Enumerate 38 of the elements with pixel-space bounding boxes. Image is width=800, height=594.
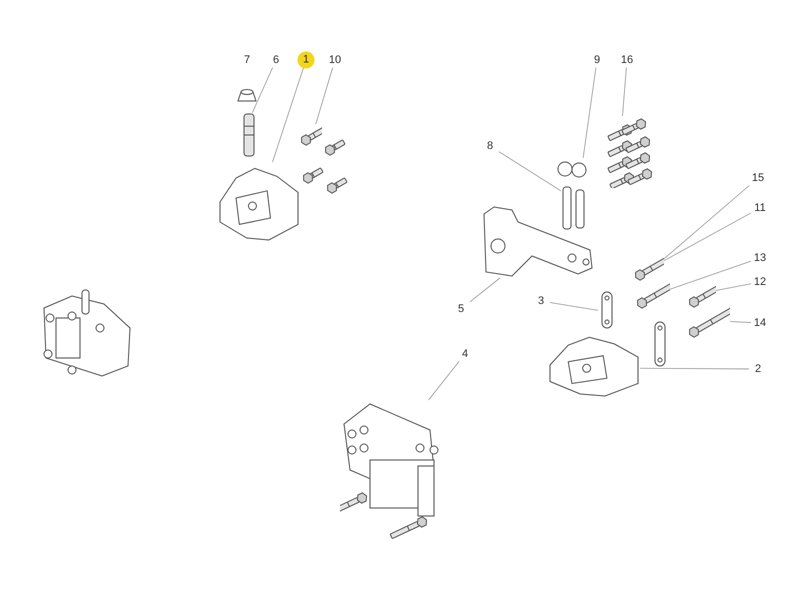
bolt-drawing <box>634 257 664 281</box>
callout-number: 5 <box>456 301 466 317</box>
leader-line <box>252 67 274 114</box>
leader-line <box>498 151 562 192</box>
callout-number: 15 <box>750 170 766 186</box>
callout-number: 12 <box>752 274 768 290</box>
callout-number: 16 <box>620 52 634 68</box>
bolt-drawing <box>688 306 730 338</box>
callout-number: 7 <box>242 53 252 68</box>
leader-line <box>428 361 460 400</box>
callout-number: 8 <box>486 138 494 154</box>
bracket-drawing <box>482 206 594 278</box>
stud-drawing <box>243 113 255 157</box>
leader-line <box>730 321 752 323</box>
callout-number: 2 <box>754 361 762 377</box>
bolt-set-drawing <box>605 116 655 188</box>
leader-line <box>664 185 750 260</box>
leader-line <box>315 67 334 124</box>
leader-line <box>470 278 500 302</box>
bolt-drawing <box>688 286 716 308</box>
callout-number: 3 <box>536 293 546 309</box>
leader-line <box>640 368 750 370</box>
callout-number: 10 <box>328 52 342 68</box>
callout-number: 6 <box>272 52 280 68</box>
stud-pair-drawing <box>561 186 587 230</box>
callout-number: 11 <box>753 200 767 216</box>
callout-number: 4 <box>460 346 470 362</box>
leader-line <box>272 67 304 162</box>
leader-line <box>582 67 596 158</box>
leader-line <box>716 283 752 291</box>
callout-number: 14 <box>752 315 768 331</box>
bolt-drawing <box>636 283 670 309</box>
callout-number: 1 <box>298 52 314 68</box>
leader-line <box>622 67 627 116</box>
leader-line <box>550 302 598 311</box>
callout-number: 9 <box>592 52 602 68</box>
leader-line <box>664 212 752 262</box>
callout-number: 13 <box>752 250 768 266</box>
